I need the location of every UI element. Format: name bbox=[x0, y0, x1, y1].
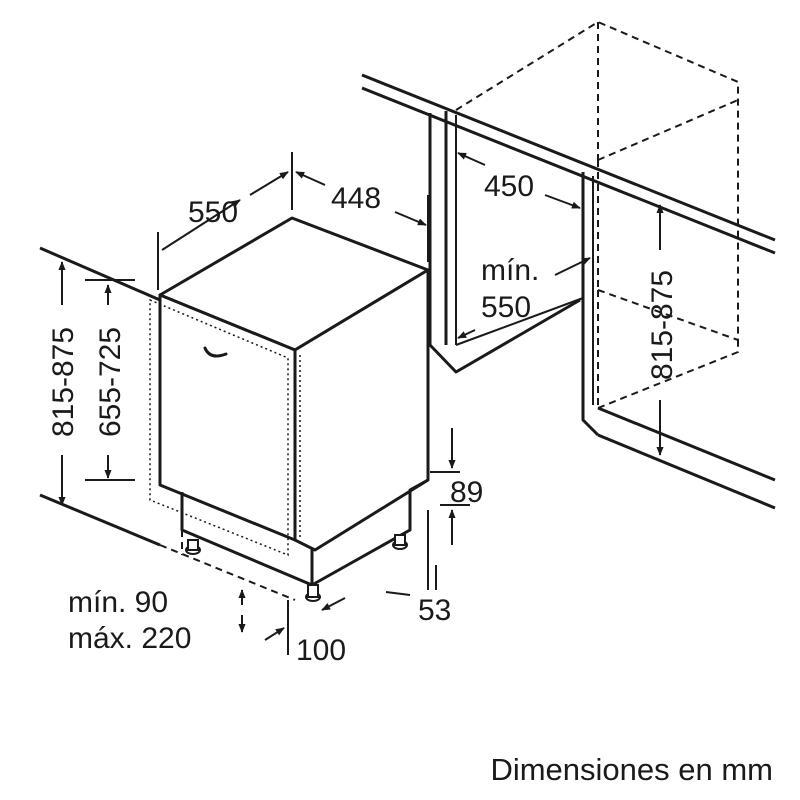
label-niche-width: 450 bbox=[484, 170, 534, 203]
label-front-height: 655-725 bbox=[94, 327, 127, 437]
label-niche-depth-value: 550 bbox=[481, 291, 531, 324]
label-foot-53: 53 bbox=[418, 594, 451, 627]
label-plinth-max: máx. 220 bbox=[68, 622, 191, 655]
label-width: 448 bbox=[331, 182, 381, 215]
dimension-lines bbox=[58, 152, 664, 655]
label-total-height: 815-875 bbox=[47, 327, 80, 437]
label-depth: 550 bbox=[188, 196, 238, 229]
label-niche-depth-min: mín. bbox=[481, 254, 539, 287]
label-foot-100: 100 bbox=[296, 634, 346, 667]
niche-outline bbox=[361, 20, 776, 510]
caption: Dimensiones en mm bbox=[490, 752, 773, 787]
label-niche-height: 815-875 bbox=[646, 270, 679, 380]
dishwasher bbox=[39, 216, 430, 602]
label-plinth-min: mín. 90 bbox=[68, 586, 168, 619]
label-foot-89: 89 bbox=[450, 476, 483, 509]
